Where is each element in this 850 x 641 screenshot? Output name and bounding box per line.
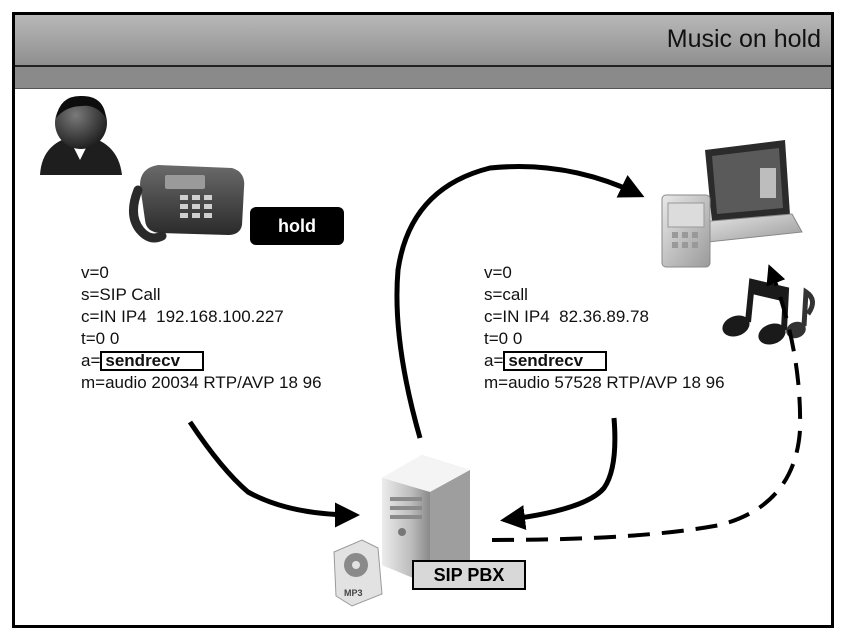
mp3-file-icon: MP3 [333, 539, 383, 607]
sdp-session-name: s=call [484, 285, 528, 304]
sdp-version: v=0 [81, 263, 109, 282]
server-icon [382, 455, 470, 585]
sdp-attribute-value: sendrecv [100, 351, 205, 371]
title-sub-bar [15, 67, 831, 89]
music-notes-icon [722, 278, 815, 345]
sdp-media: m=audio 57528 RTP/AVP 18 96 [484, 373, 725, 392]
arrow-moh-dashed [491, 264, 803, 542]
arrow-pbx-to-laptop [394, 164, 645, 439]
sdp-timing: t=0 0 [81, 329, 120, 348]
sdp-session-name: s=SIP Call [81, 285, 161, 304]
mp3-label: MP3 [344, 588, 363, 598]
sip-pbx-label: SIP PBX [412, 560, 526, 590]
sdp-attribute-prefix: a= [81, 351, 101, 370]
sdp-attribute-value: sendrecv [503, 351, 608, 371]
sdp-version: v=0 [484, 263, 512, 282]
sdp-attribute-prefix: a= [484, 351, 504, 370]
sdp-timing: t=0 0 [484, 329, 523, 348]
sdp-connection: c=IN IP4 82.36.89.78 [484, 307, 649, 326]
arrow-right-to-pbx [500, 417, 618, 530]
right-sdp-block: v=0 s=call c=IN IP4 82.36.89.78 t=0 0 a=… [484, 262, 725, 394]
sdp-attribute-line: a=sendrecv [81, 350, 322, 372]
sdp-connection: c=IN IP4 192.168.100.227 [81, 307, 284, 326]
left-sdp-block: v=0 s=SIP Call c=IN IP4 192.168.100.227 … [81, 262, 322, 394]
laptop-icon [661, 140, 803, 268]
sdp-media: m=audio 20034 RTP/AVP 18 96 [81, 373, 322, 392]
slide-title: Music on hold [666, 25, 821, 53]
hold-badge: hold [250, 207, 344, 245]
arrow-left-to-pbx [187, 420, 360, 528]
sdp-attribute-line: a=sendrecv [484, 350, 725, 372]
user-avatar-icon [40, 95, 122, 175]
title-bar: Music on hold [15, 15, 831, 67]
desk-phone-icon [129, 165, 245, 243]
